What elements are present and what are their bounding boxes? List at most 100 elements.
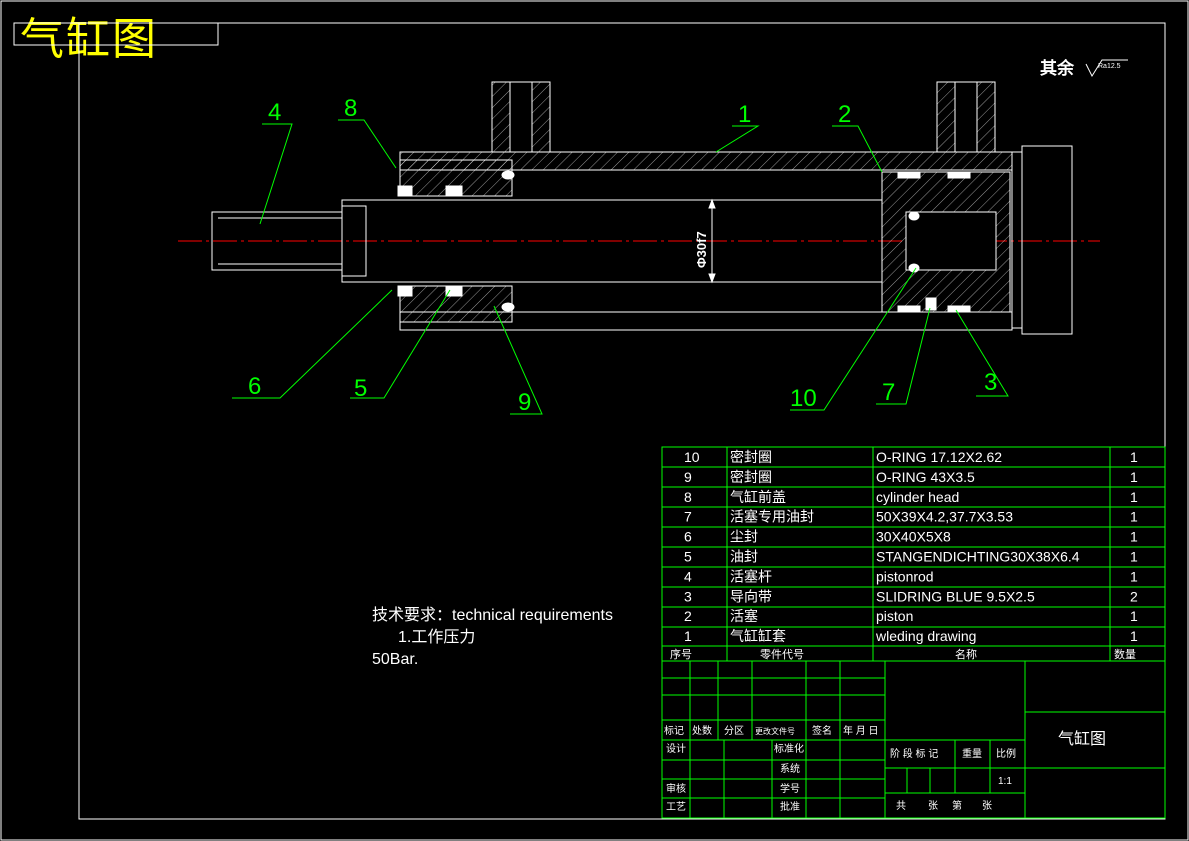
row-no: 10	[684, 449, 700, 465]
guide-band-3d	[947, 305, 971, 313]
row-qty: 1	[1130, 568, 1138, 584]
tb-scale: 1:1	[998, 776, 1012, 787]
callout-7: 7	[882, 379, 895, 406]
leader-4	[259, 123, 293, 225]
seal-6b	[397, 285, 413, 297]
row-qty: 1	[1130, 509, 1138, 525]
row-qty: 1	[1130, 628, 1138, 644]
tb-pizhun: 批准	[780, 800, 800, 813]
row-cn: 活塞专用油封	[730, 509, 814, 525]
leader-7	[876, 307, 931, 405]
leader-9	[493, 305, 543, 415]
dim-arrow-bottom	[708, 273, 716, 284]
row-cn: 气缸缸套	[730, 628, 786, 644]
callout-6: 6	[248, 373, 261, 400]
leader-2	[832, 125, 883, 173]
seal-5b	[445, 285, 463, 297]
tb-di: 第	[952, 799, 962, 812]
row-cn: 活塞	[730, 608, 758, 624]
leader-1	[715, 125, 760, 153]
guide-band-3c	[897, 305, 921, 313]
row-no: 5	[684, 549, 692, 565]
tech-req-line2: 50Bar.	[372, 651, 418, 668]
seal-6	[397, 185, 413, 197]
row-en: 30X40X5X8	[876, 529, 951, 545]
callout-8: 8	[344, 95, 357, 122]
oring-9b	[501, 302, 515, 312]
tb-biaozhunhua: 标准化	[774, 742, 804, 755]
row-qty: 1	[1130, 489, 1138, 505]
callout-3: 3	[984, 369, 997, 396]
inner-frame	[78, 22, 1166, 820]
guide-band-3	[897, 171, 921, 179]
rear-end-cap	[1011, 145, 1073, 335]
row-no: 1	[684, 628, 692, 644]
guide-band-3b	[947, 171, 971, 179]
cylinder-assembly	[211, 81, 1073, 335]
roughness-symbol-icon	[1085, 59, 1128, 78]
callout-2: 2	[838, 101, 851, 128]
dim-arrow-top	[708, 198, 716, 209]
leader-lines	[232, 119, 1009, 415]
title-block-labels: 标记 处数 分区 更改文件号 签名 年 月 日 设计 标准化 系统 审核 学号 …	[664, 724, 1106, 813]
tb-gong: 共	[896, 800, 906, 812]
callout-1: 1	[738, 101, 751, 128]
row-no: 8	[684, 489, 692, 505]
row-en: O-RING 17.12X2.62	[876, 449, 1002, 465]
row-cn: 活塞杆	[730, 568, 772, 584]
row-qty: 1	[1130, 469, 1138, 485]
tb-qianming: 签名	[812, 724, 832, 737]
parts-header: 序号 零件代号 名称 数量	[670, 647, 1136, 661]
leader-6	[232, 289, 393, 399]
callout-labels: 4 8 1 2 6 5 9 10 7 3	[248, 95, 997, 416]
row-no: 2	[684, 608, 692, 624]
row-en: cylinder head	[876, 489, 959, 505]
parts-table	[661, 446, 1166, 662]
row-en: wleding drawing	[875, 628, 976, 644]
row-qty: 1	[1130, 449, 1138, 465]
callout-10: 10	[790, 385, 817, 412]
tech-req-line1: 1.工作压力	[398, 628, 475, 646]
leader-8	[338, 119, 397, 169]
leader-5	[350, 289, 451, 399]
roughness-value: Ra12.5	[1098, 63, 1121, 70]
oring-10	[908, 211, 920, 221]
tb-bili: 比例	[996, 747, 1016, 760]
tb-biaoji: 标记	[664, 725, 684, 737]
tb-xuehao: 学号	[780, 782, 800, 795]
row-no: 7	[684, 509, 692, 525]
tech-req-heading: 技术要求：technical requirements	[372, 606, 613, 624]
tb-zhang1: 张	[928, 800, 938, 812]
row-en: pistonrod	[876, 568, 934, 584]
tb-sheji: 设计	[666, 742, 686, 755]
roughness-note: 其余	[1040, 58, 1075, 78]
row-en: piston	[876, 608, 913, 624]
tb-nianyueri: 年 月 日	[843, 724, 879, 737]
piston-bore	[905, 211, 997, 271]
tb-gengai: 更改文件号	[755, 726, 795, 736]
row-cn: 气缸前盖	[730, 489, 786, 505]
tb-shenhe: 审核	[666, 782, 686, 795]
header-qty: 数量	[1114, 648, 1136, 661]
row-no: 9	[684, 469, 692, 485]
row-en: SLIDRING BLUE 9.5X2.5	[876, 588, 1035, 604]
rod-shoulder	[341, 205, 367, 277]
row-en: STANGENDICHTING30X38X6.4	[876, 549, 1080, 565]
header-name: 名称	[955, 647, 977, 661]
tb-zhang2: 张	[982, 800, 992, 812]
port-left-bore	[509, 81, 533, 153]
tb-fenqu: 分区	[724, 725, 744, 737]
callout-4: 4	[268, 99, 281, 126]
tb-zhongliang: 重量	[962, 747, 982, 760]
port-right-bore	[954, 81, 978, 153]
row-qty: 1	[1130, 608, 1138, 624]
seal-5	[445, 185, 463, 197]
row-qty: 1	[1130, 549, 1138, 565]
callout-5: 5	[354, 375, 367, 402]
oring-9	[501, 170, 515, 180]
tb-jieduan: 阶 段 标 记	[890, 747, 938, 760]
header-no: 序号	[670, 647, 692, 661]
header-code: 零件代号	[760, 648, 804, 661]
